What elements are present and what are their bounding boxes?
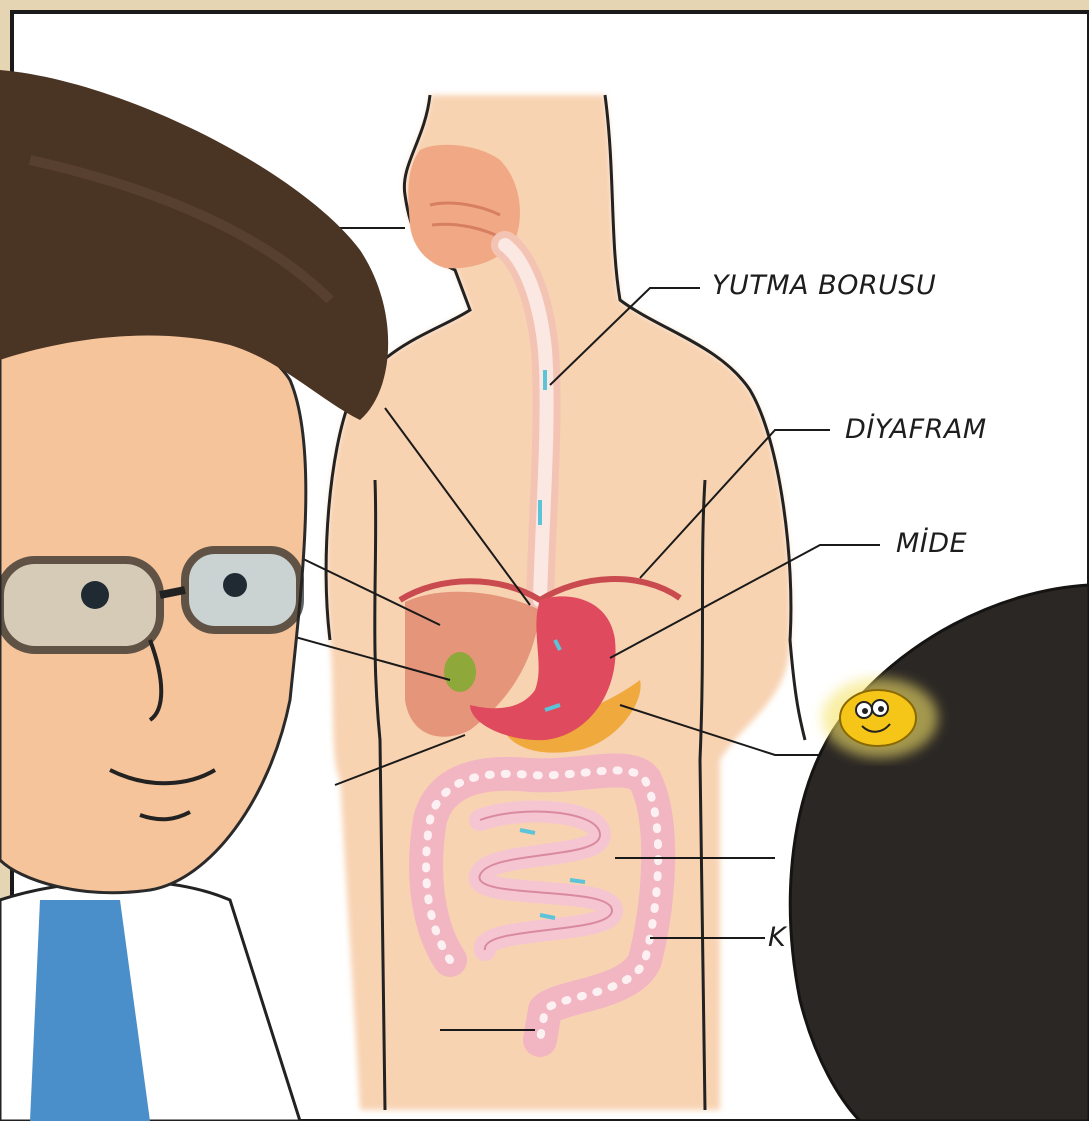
- label-stomach: MİDE: [896, 528, 967, 559]
- smiling-food-particle-icon: [822, 678, 938, 758]
- gallbladder: [444, 652, 476, 692]
- label-esophagus: YUTMA BORUSU: [712, 270, 936, 301]
- label-partial-obscured: K: [768, 922, 786, 953]
- label-diaphragm: DİYAFRAM: [845, 414, 987, 445]
